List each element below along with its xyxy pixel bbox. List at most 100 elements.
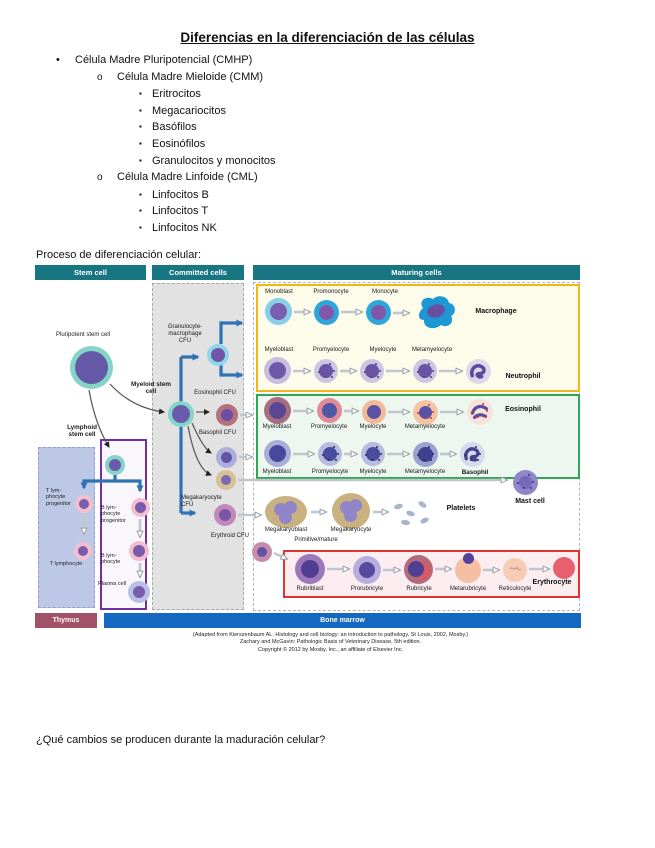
stage-label: Monocyte (371, 288, 398, 295)
stage-label: Promonocyte (313, 288, 349, 295)
baso-myelocyte-cell (361, 441, 385, 466)
stage-label: Metamyelocyte (404, 423, 446, 430)
bullet-icon (97, 170, 117, 187)
outline-text: Linfocitos T (152, 205, 209, 218)
t-progenitor-label: T lym- phocyte progenitor (46, 487, 71, 507)
basophil-cfu-label: Basophil CFU (198, 429, 236, 436)
outline-text: Eosinófilos (152, 137, 206, 150)
outline-item: Granulocitos y monocitos (0, 153, 655, 170)
outline-text: Basófilos (152, 121, 197, 134)
outline-item: Eosinófilos (0, 136, 655, 153)
myeloid-stem-cell (168, 400, 194, 427)
macrophage-label: Macrophage (475, 307, 517, 315)
monocyte-cell (366, 299, 391, 325)
rubricyte-cell (404, 554, 433, 584)
primitive-mature-note: Primitive/mature (294, 536, 338, 543)
stage-label: Myelocyte (369, 346, 397, 353)
bullet-icon (56, 52, 75, 69)
megakaryocyte-cfu-label: Megakaryocyte CFU (181, 494, 222, 508)
stage-label: Prorubricyte (350, 585, 384, 592)
eos-myeloblast-cell (264, 396, 291, 424)
eosinophil-label: Eosinophil (505, 405, 541, 413)
stage-label: Promyelocyte (312, 346, 350, 353)
lymphoid-stem-cell (105, 454, 125, 475)
outline-text: Megacariocitos (152, 104, 226, 117)
megakaryocyte-cell (332, 492, 370, 529)
mast-cell (513, 469, 538, 495)
bullet-icon (139, 220, 152, 237)
myeloid-label: Myeloid stem cell (131, 380, 171, 395)
erythroid-cfu-cell (252, 541, 272, 562)
neut-metamyelocyte-cell (413, 358, 437, 383)
stage-label: Myeloblast (262, 423, 292, 430)
process-heading: Proceso de diferenciación celular: (36, 248, 202, 261)
monoblast-cell (265, 297, 292, 325)
outline-text: Linfocitos B (152, 188, 209, 201)
erythrocyte-label: Erythrocyte (532, 578, 572, 586)
outline-text: Eritrocitos (152, 88, 201, 101)
thymus-region (38, 446, 95, 608)
baso-metamyelocyte-cell (413, 441, 438, 467)
committed-region (152, 282, 244, 610)
outline-item: Basófilos (0, 119, 655, 136)
megakaryocyte-cfu-cell (214, 503, 236, 526)
b-lymphocyte-cell (129, 540, 149, 561)
stage-label: Megakaryoblast (264, 526, 308, 533)
outline-text: Célula Madre Linfoide (CML) (117, 171, 258, 184)
outline-item: Megacariocitos (0, 103, 655, 120)
plasma-cell (128, 580, 150, 603)
outline-item: Célula Madre Mieloide (CMM) (0, 69, 655, 87)
bullet-icon (139, 136, 152, 153)
macrophage-cell (419, 295, 455, 328)
neut-myelocyte-cell (360, 358, 384, 383)
outline-item: Célula Madre Linfoide (CML) (0, 169, 655, 187)
bullet-icon (97, 70, 117, 87)
outline-item: Linfocitos T (0, 203, 655, 220)
caption-line: Zachary and McGavin: Pathologic Basis of… (239, 639, 422, 646)
platelets-label: Platelets (446, 504, 476, 512)
stage-label: Rubriblast (296, 585, 324, 592)
eos-promyelocyte-cell (317, 397, 342, 423)
outline-text: Célula Madre Pluripotencial (CMHP) (75, 54, 253, 66)
stage-label: Megakaryocyte (330, 526, 372, 533)
eos-myelocyte-cell (362, 399, 386, 424)
stage-label: Monoblast (265, 288, 293, 295)
outline-text: Célula Madre Mieloide (CMM) (117, 70, 264, 83)
eos-metamyelocyte-cell (413, 399, 438, 425)
erythrocyte-cell (553, 556, 575, 579)
stage-label: Myeloblast (264, 346, 294, 353)
erythroid-cfu-label: Erythroid CFU (210, 532, 249, 539)
bullet-icon (139, 103, 152, 120)
page-title: Diferencias en la diferenciación de las … (180, 30, 475, 45)
t-lymphocyte-label: T lymphocyte (49, 560, 83, 567)
bullet-icon (139, 203, 152, 220)
bullet-icon (139, 153, 152, 170)
basophil-cfu-cell (216, 446, 237, 468)
prorubricyte-cell (353, 555, 381, 584)
neutrophil-label: Neutrophil (505, 372, 541, 380)
b-progenitor-label: B lym- phocyte progenitor (101, 504, 126, 524)
stage-label: Myelocyte (359, 423, 387, 430)
rubriblast-cell (295, 553, 325, 584)
plasma-cell-label: Plasma cell (97, 580, 127, 587)
caption-line: Copyright © 2012 by Mosby, Inc., an affi… (257, 646, 404, 653)
gm-cfu-cell (207, 343, 229, 366)
bullet-icon (139, 86, 152, 103)
b-lymphocyte-label: B lym- phocyte (101, 552, 121, 566)
outline-item: Linfocitos NK (0, 220, 655, 237)
header-committed-cells: Committed cells (152, 264, 244, 280)
outline-text: Granulocitos y monocitos (152, 154, 276, 167)
eosinophil-cfu-label: Eosinophil CFU (194, 389, 236, 396)
basophil-cell (460, 441, 485, 467)
bone-marrow-bar: Bone marrow (104, 612, 581, 628)
thymus-bar: Thymus (35, 612, 97, 628)
t-lymphocyte-cell (74, 541, 92, 560)
stage-label: Reticulocyte (498, 585, 532, 592)
outline-item: Linfocitos B (0, 187, 655, 204)
eosinophil-cfu-cell (216, 403, 238, 426)
reticulocyte-cell (503, 557, 527, 582)
stage-label: Metamyelocyte (404, 468, 446, 475)
bullet-icon (139, 119, 152, 136)
stage-label: Promyelocyte (310, 423, 348, 430)
